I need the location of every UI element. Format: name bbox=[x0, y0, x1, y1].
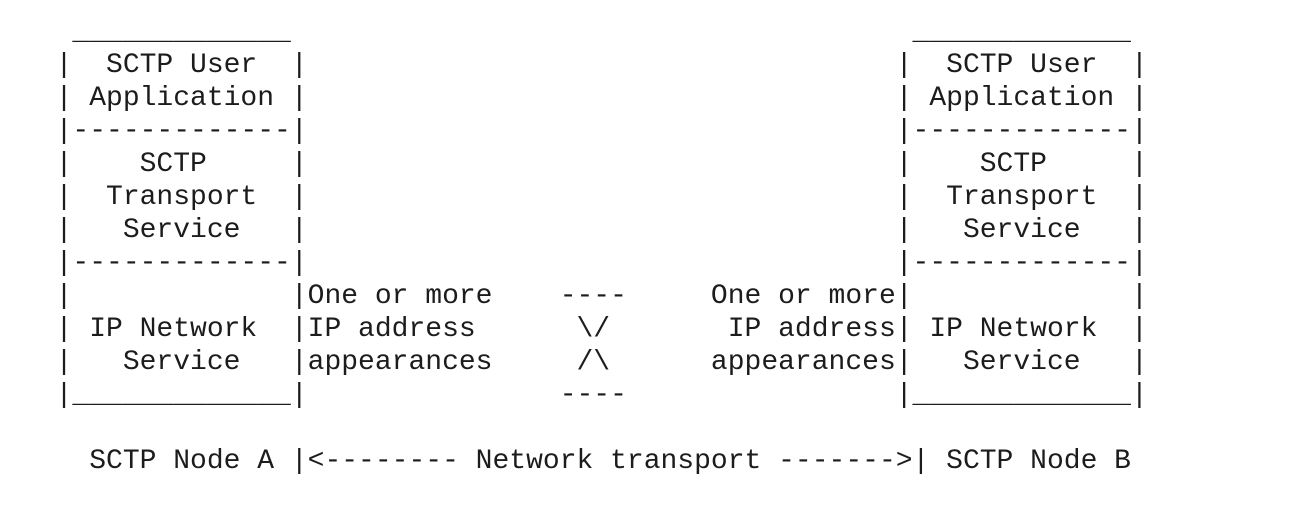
diagram-line-service-1: | Service | | Service | bbox=[22, 215, 1148, 246]
sctp-association-diagram: _____________ _____________ | SCTP User … bbox=[22, 16, 1316, 478]
diagram-line-bottom-border: |_____________| ---- |_____________| bbox=[22, 380, 1148, 411]
diagram-line-sctp-user: | SCTP User | | SCTP User | bbox=[22, 50, 1148, 81]
diagram-line-top-border: _____________ _____________ bbox=[22, 17, 1131, 48]
diagram-line-application: | Application | | Application | bbox=[22, 83, 1148, 114]
diagram-line-node-caption: SCTP Node A |<-------- Network transport… bbox=[22, 446, 1131, 477]
diagram-line-ip-address: | IP Network |IP address \/ IP address| … bbox=[22, 314, 1148, 345]
diagram-line-divider-1: |-------------| |-------------| bbox=[22, 116, 1148, 147]
diagram-line-one-or-more: | |One or more ---- One or more| | bbox=[22, 281, 1148, 312]
diagram-line-divider-2: |-------------| |-------------| bbox=[22, 248, 1148, 279]
diagram-line-blank bbox=[22, 412, 1316, 445]
diagram-line-sctp: | SCTP | | SCTP | bbox=[22, 149, 1148, 180]
diagram-line-transport: | Transport | | Transport | bbox=[22, 182, 1148, 213]
diagram-line-appearances: | Service |appearances /\ appearances| S… bbox=[22, 347, 1148, 378]
